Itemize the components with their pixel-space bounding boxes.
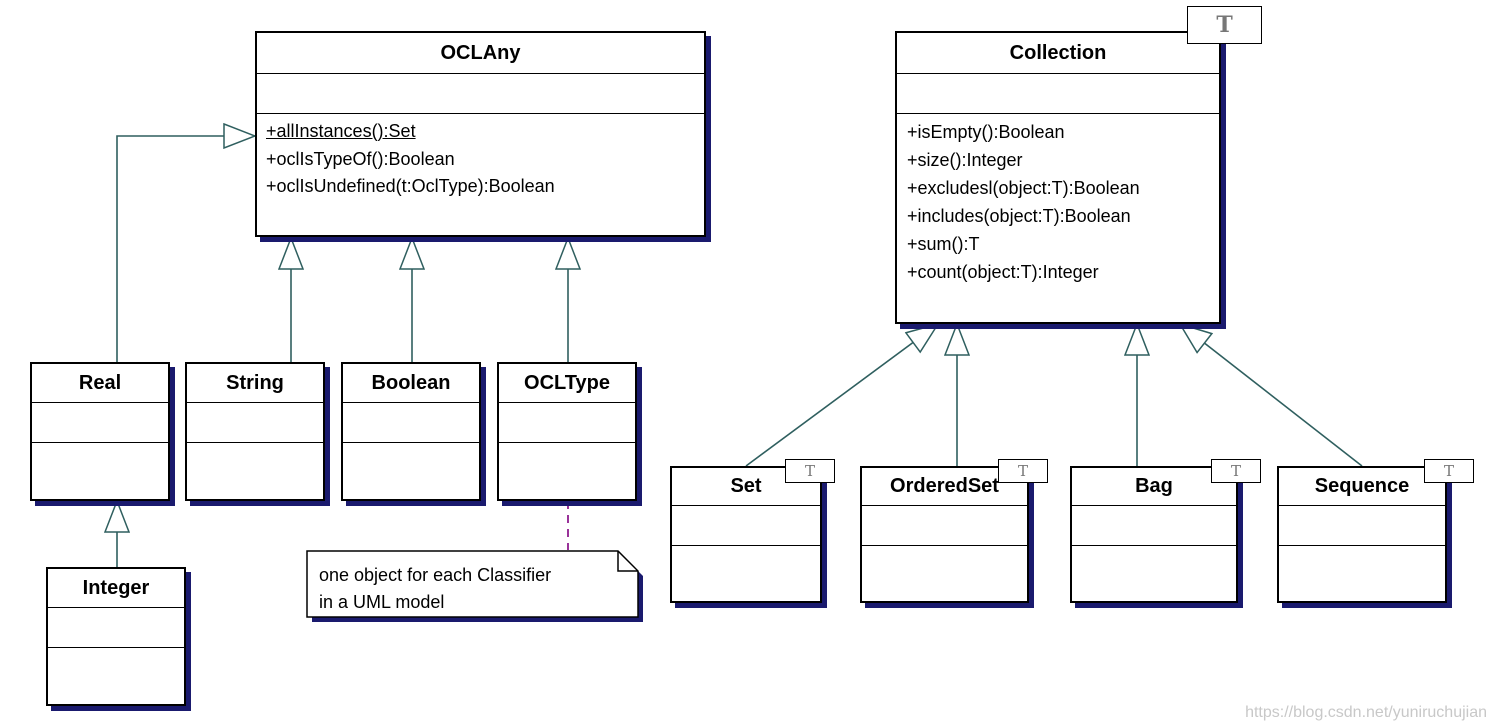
attributes-compartment [499,403,635,443]
class-string[interactable]: String [185,362,325,501]
operation: +oclIsUndefined(t:OclType):Boolean [266,176,555,196]
operations-compartment: +allInstances():Set +oclIsTypeOf():Boole… [257,114,704,201]
attributes-compartment [32,403,168,443]
attributes-compartment [1279,506,1445,546]
class-bag[interactable]: Bag [1070,466,1238,603]
note-line: one object for each Classifier [319,565,552,585]
operation: +isEmpty():Boolean [907,122,1065,142]
class-name: Integer [48,569,184,608]
class-boolean[interactable]: Boolean [341,362,481,501]
operation: +size():Integer [907,150,1023,170]
class-name: OCLType [499,364,635,403]
generalization-set-collection [745,324,938,467]
template-parameter: T [1211,459,1261,483]
operation: +count(object:T):Integer [907,262,1099,282]
operations-compartment: +isEmpty():Boolean +size():Integer +excl… [897,114,1219,286]
class-name: Collection [897,33,1219,74]
class-orderedset[interactable]: OrderedSet [860,466,1029,603]
class-name: Sequence [1279,468,1445,506]
template-parameter: T [1187,6,1262,44]
operation: +allInstances():Set [266,121,416,141]
note[interactable]: one object for each Classifier in a UML … [306,550,643,622]
attributes-compartment [672,506,820,546]
class-name: OCLAny [257,33,704,74]
watermark: https://blog.csdn.net/yuniruchujian [1245,704,1487,721]
class-name: Bag [1072,468,1236,506]
class-real[interactable]: Real [30,362,170,501]
template-parameter: T [1424,459,1474,483]
class-name: String [187,364,323,403]
note-text: one object for each Classifier in a UML … [319,562,551,616]
class-name: Set [672,468,820,506]
attributes-compartment [257,74,704,114]
operation: +includes(object:T):Boolean [907,206,1131,226]
attributes-compartment [1072,506,1236,546]
class-set[interactable]: Set [670,466,822,603]
class-integer[interactable]: Integer [46,567,186,706]
class-ocltype[interactable]: OCLType [497,362,637,501]
operation: +oclIsTypeOf():Boolean [266,148,455,169]
template-parameter: T [785,459,835,483]
attributes-compartment [187,403,323,443]
generalization-sequence-collection [1180,324,1363,467]
attributes-compartment [343,403,479,443]
template-parameter: T [998,459,1048,483]
operation: +sum():T [907,234,980,254]
class-sequence[interactable]: Sequence [1277,466,1447,603]
attributes-compartment [862,506,1027,546]
class-collection[interactable]: Collection +isEmpty():Boolean +size():In… [895,31,1221,324]
class-oclany[interactable]: OCLAny +allInstances():Set +oclIsTypeOf(… [255,31,706,237]
class-name: Boolean [343,364,479,403]
attributes-compartment [897,74,1219,114]
attributes-compartment [48,608,184,648]
class-name: Real [32,364,168,403]
class-name: OrderedSet [862,468,1027,506]
note-line: in a UML model [319,592,445,612]
operation: +excludesl(object:T):Boolean [907,178,1140,198]
note-shape [306,550,643,622]
generalization-real-oclany [116,136,255,362]
